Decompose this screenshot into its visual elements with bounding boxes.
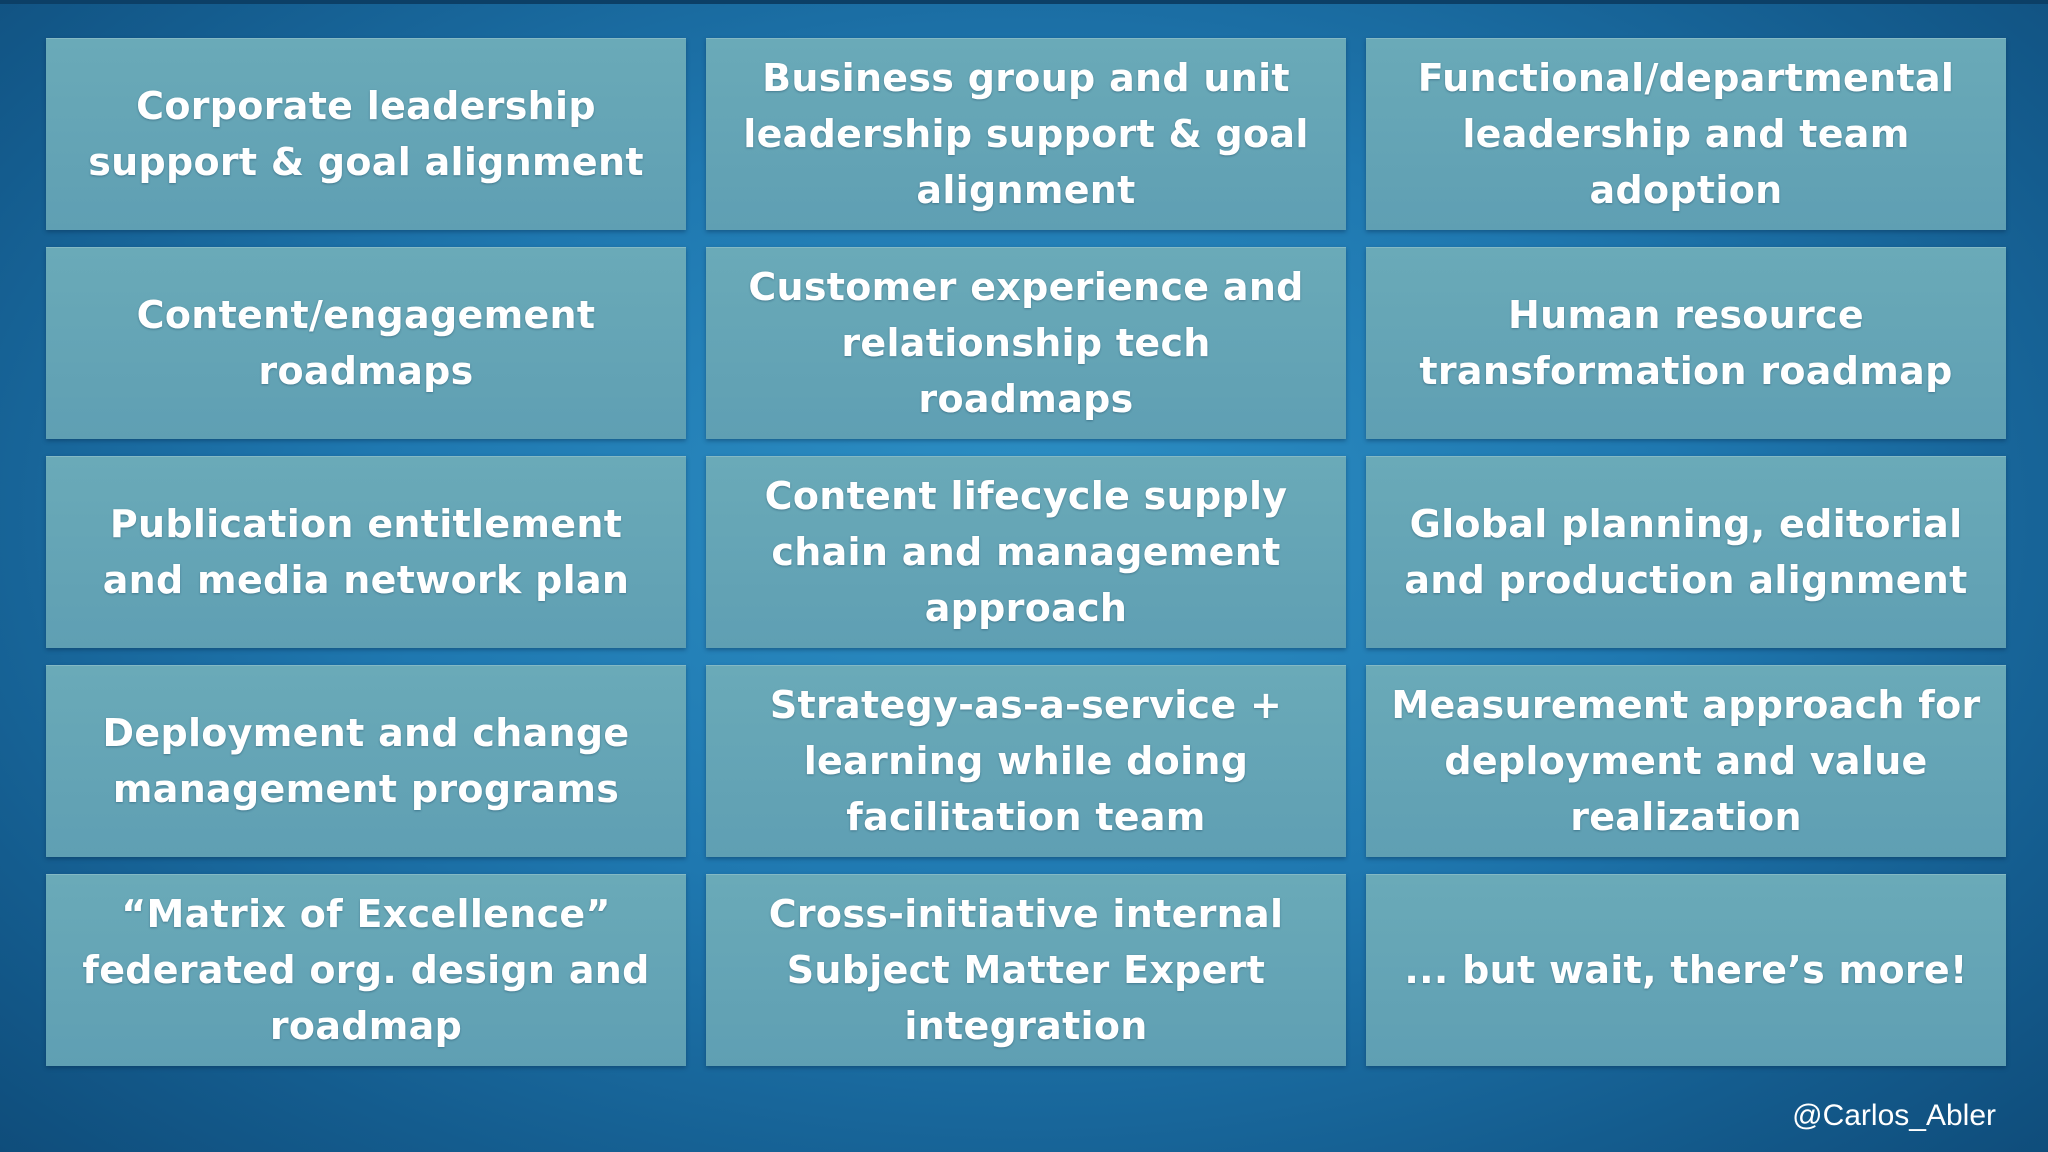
tile-label: Content/engagement roadmaps [136, 293, 596, 393]
tile-more: ... but wait, there’s more! [1366, 874, 2006, 1066]
tile-deployment-change: Deployment and change management program… [46, 665, 686, 857]
tile-label: “Matrix of Excellence” federated org. de… [82, 892, 650, 1048]
tile-publication-entitlement: Publication entitlement and media networ… [46, 456, 686, 648]
tile-functional-departmental: Functional/departmental leadership and t… [1366, 38, 2006, 230]
tile-label: Strategy-as-a-service + learning while d… [769, 683, 1283, 839]
author-credit: @Carlos_Abler [1792, 1099, 1996, 1132]
tile-label: Publication entitlement and media networ… [102, 502, 630, 602]
tile-content-lifecycle: Content lifecycle supply chain and manag… [706, 456, 1346, 648]
tile-label: Corporate leadership support & goal alig… [88, 84, 644, 184]
tile-label: ... but wait, there’s more! [1404, 948, 1968, 992]
tile-content-engagement: Content/engagement roadmaps [46, 247, 686, 439]
tile-matrix-of-excellence: “Matrix of Excellence” federated org. de… [46, 874, 686, 1066]
tile-label: Global planning, editorial and productio… [1404, 502, 1968, 602]
tile-cross-initiative: Cross-initiative internal Subject Matter… [706, 874, 1346, 1066]
tile-human-resource: Human resource transformation roadmap [1366, 247, 2006, 439]
tile-label: Cross-initiative internal Subject Matter… [768, 892, 1284, 1048]
tile-business-group-leadership: Business group and unit leadership suppo… [706, 38, 1346, 230]
tile-label: Customer experience and relationship tec… [748, 265, 1304, 421]
tile-global-planning: Global planning, editorial and productio… [1366, 456, 2006, 648]
tile-strategy-as-a-service: Strategy-as-a-service + learning while d… [706, 665, 1346, 857]
tile-label: Functional/departmental leadership and t… [1417, 56, 1955, 212]
tile-corporate-leadership: Corporate leadership support & goal alig… [46, 38, 686, 230]
initiative-grid: Corporate leadership support & goal alig… [46, 38, 2006, 1066]
tile-label: Content lifecycle supply chain and manag… [764, 474, 1288, 630]
tile-measurement-approach: Measurement approach for deployment and … [1366, 665, 2006, 857]
tile-label: Human resource transformation roadmap [1419, 293, 1953, 393]
tile-label: Deployment and change management program… [102, 711, 630, 811]
tile-customer-experience: Customer experience and relationship tec… [706, 247, 1346, 439]
tile-label: Business group and unit leadership suppo… [743, 56, 1309, 212]
tile-label: Measurement approach for deployment and … [1391, 683, 1981, 839]
top-border [0, 0, 2048, 4]
